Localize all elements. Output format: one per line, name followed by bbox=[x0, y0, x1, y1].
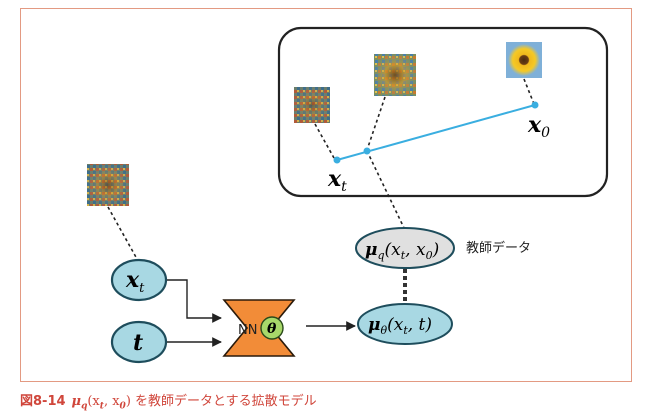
t-input-node bbox=[110, 320, 168, 364]
xt-input-node bbox=[110, 258, 168, 302]
theta-label: θ bbox=[267, 321, 277, 337]
xt-to-nn-arrow bbox=[167, 279, 222, 323]
mu-q-node bbox=[355, 227, 455, 269]
t-input-label: t bbox=[133, 330, 143, 356]
caption-text: を教師データとする拡散モデル bbox=[135, 394, 317, 409]
noisy-input-image bbox=[87, 164, 129, 206]
x0-point-marker bbox=[531, 101, 539, 109]
figure-frame bbox=[20, 8, 632, 382]
mu-theta-node bbox=[357, 303, 453, 345]
figure-number: 図8-14 bbox=[20, 394, 66, 409]
dashed-connectors bbox=[107, 78, 535, 260]
sunflower-image bbox=[506, 42, 542, 78]
xt-point-marker bbox=[333, 156, 341, 164]
x0-point-label: x0 bbox=[527, 112, 550, 141]
nn-label: NN bbox=[238, 323, 257, 338]
xt-point-label: xt bbox=[327, 166, 347, 195]
noisy-image-small bbox=[294, 87, 330, 123]
theta-param-badge bbox=[260, 316, 284, 340]
teacher-data-label: 教師データ bbox=[466, 240, 531, 256]
mu-theta-label: μθ(xt, t) bbox=[368, 315, 432, 337]
nn-block bbox=[222, 299, 296, 357]
xt-input-label: xt bbox=[125, 267, 145, 296]
partially-denoised-image bbox=[374, 54, 416, 96]
intermediate-point-marker bbox=[363, 147, 371, 155]
mu-q-label: μq(xt, x0) bbox=[365, 240, 439, 262]
